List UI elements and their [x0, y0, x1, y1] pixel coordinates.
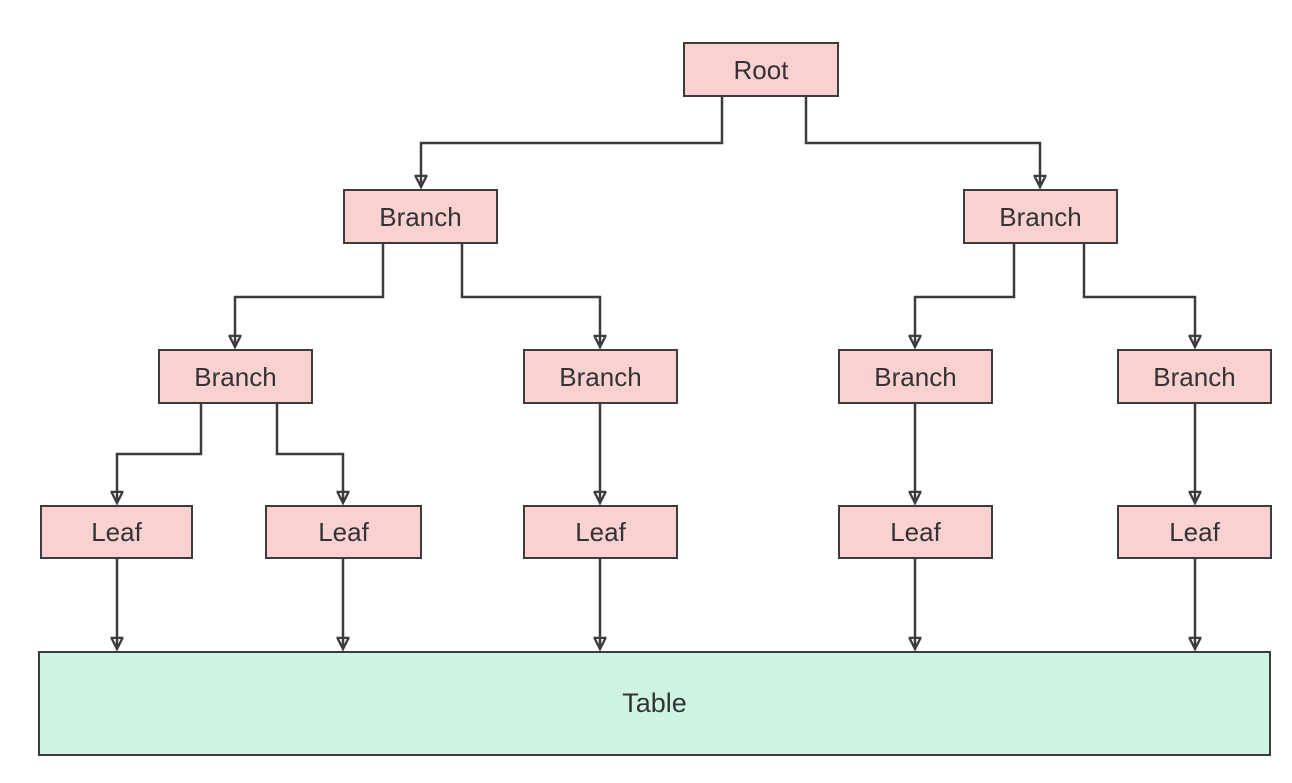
edge-branch-left-to-branch-ll — [235, 244, 385, 347]
edge-branch-right-to-branch-rr — [1082, 244, 1195, 347]
node-table: Table — [38, 651, 1271, 756]
node-leaf-3: Leaf — [523, 505, 678, 559]
node-branch-left-1: Branch — [158, 349, 313, 404]
node-branch-left: Branch — [343, 189, 498, 244]
node-branch-right: Branch — [963, 189, 1118, 244]
edge-branch-ll-to-leaf-2 — [275, 404, 343, 503]
node-branch-right-2: Branch — [1117, 349, 1272, 404]
edge-root-to-branch-right — [804, 97, 1040, 187]
edge-branch-left-to-branch-lr — [460, 244, 600, 347]
node-leaf-4: Leaf — [838, 505, 993, 559]
node-branch-right-1: Branch — [838, 349, 993, 404]
edge-branch-ll-to-leaf-1 — [117, 404, 203, 503]
node-root: Root — [683, 42, 839, 97]
node-leaf-1: Leaf — [40, 505, 193, 559]
node-leaf-5: Leaf — [1117, 505, 1272, 559]
edge-branch-right-to-branch-rl — [915, 244, 1016, 347]
node-leaf-2: Leaf — [265, 505, 422, 559]
node-branch-left-2: Branch — [523, 349, 678, 404]
edge-root-to-branch-left — [421, 97, 724, 187]
